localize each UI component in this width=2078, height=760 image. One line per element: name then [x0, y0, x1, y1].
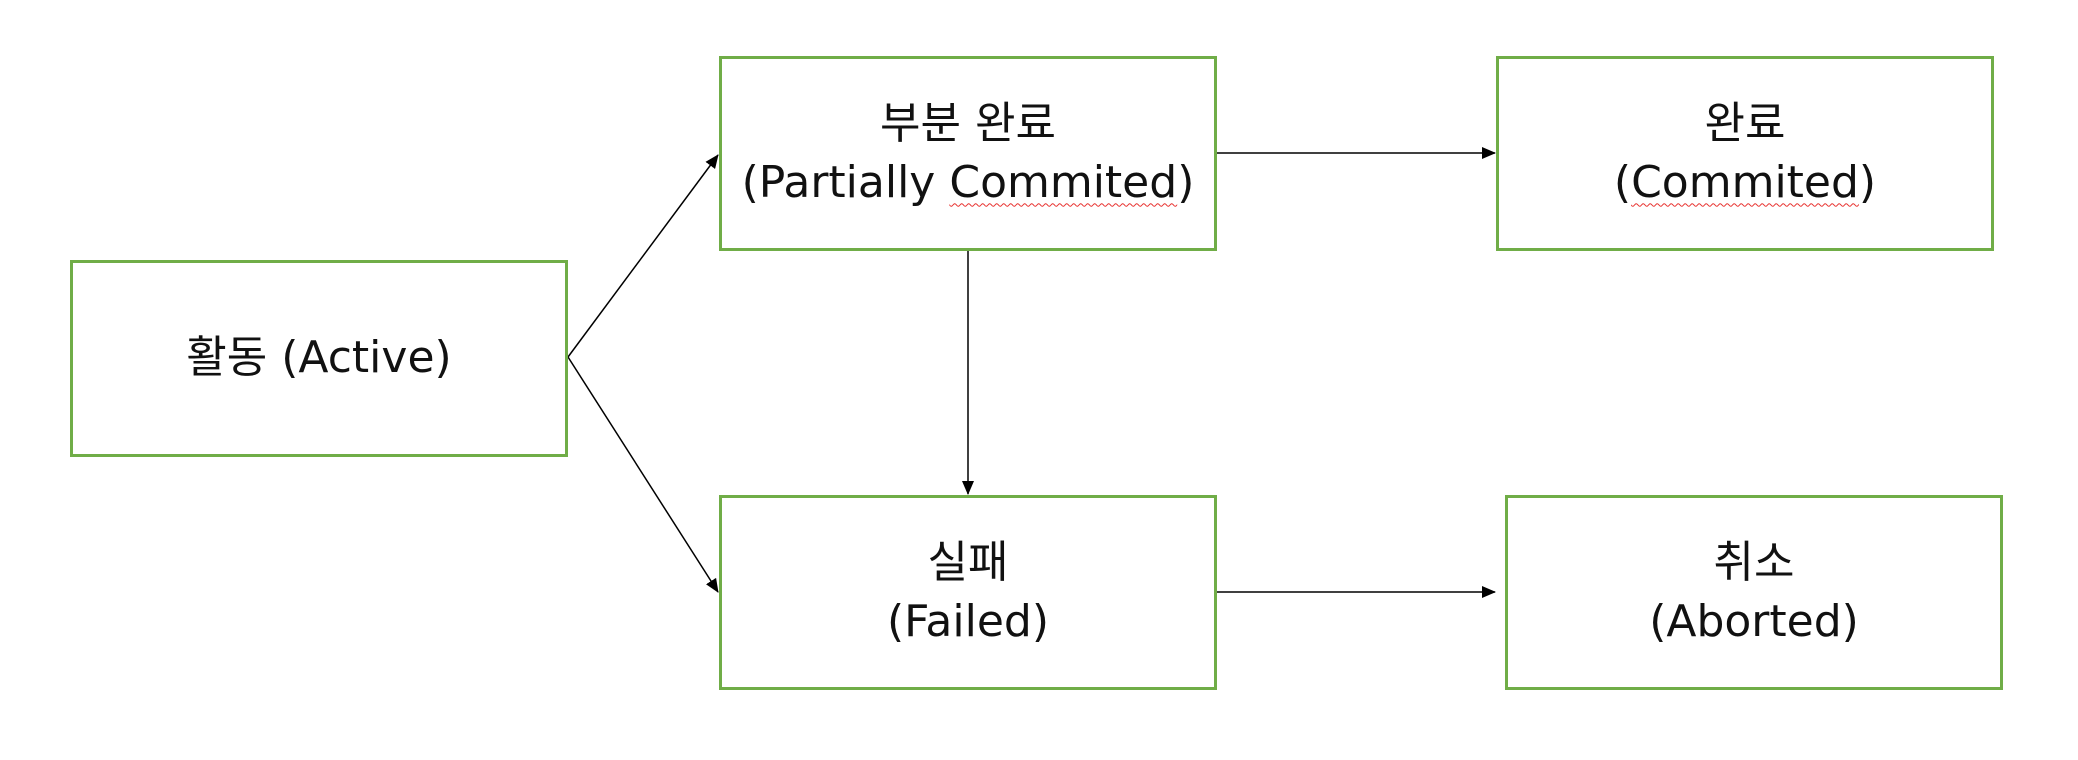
- spellcheck-word-commited: Commited: [949, 156, 1178, 208]
- node-committed-title: 완료: [1704, 98, 1786, 150]
- spellcheck-word-commited: Commited: [1631, 156, 1859, 208]
- node-failed-subtitle: (Failed): [886, 595, 1049, 647]
- state-node-aborted: 취소 (Aborted): [1505, 495, 2003, 690]
- node-partial-subtitle: (Partially Commited): [742, 154, 1195, 212]
- node-committed-subtitle: (Commited): [1614, 154, 1876, 212]
- node-committed-subtitle-open: (: [1613, 156, 1632, 208]
- node-aborted-subtitle: (Aborted): [1649, 595, 1859, 647]
- state-node-partially-committed: 부분 완료 (Partially Commited): [719, 56, 1217, 251]
- node-partial-subtitle-open: (Partially: [741, 156, 950, 208]
- node-committed-subtitle-close: ): [1858, 156, 1877, 208]
- state-node-active: 활동 (Active): [70, 260, 568, 457]
- node-active-label: 활동 (Active): [186, 332, 452, 384]
- edge-active-to-partial: [567, 154, 719, 358]
- node-aborted-title: 취소: [1713, 537, 1795, 589]
- state-node-failed: 실패 (Failed): [719, 495, 1217, 690]
- node-partial-subtitle-close: ): [1177, 156, 1195, 208]
- state-node-committed: 완료 (Commited): [1496, 56, 1994, 251]
- node-partial-title: 부분 완료: [880, 98, 1056, 150]
- edge-active-to-failed: [567, 356, 719, 593]
- node-failed-title: 실패: [927, 537, 1009, 589]
